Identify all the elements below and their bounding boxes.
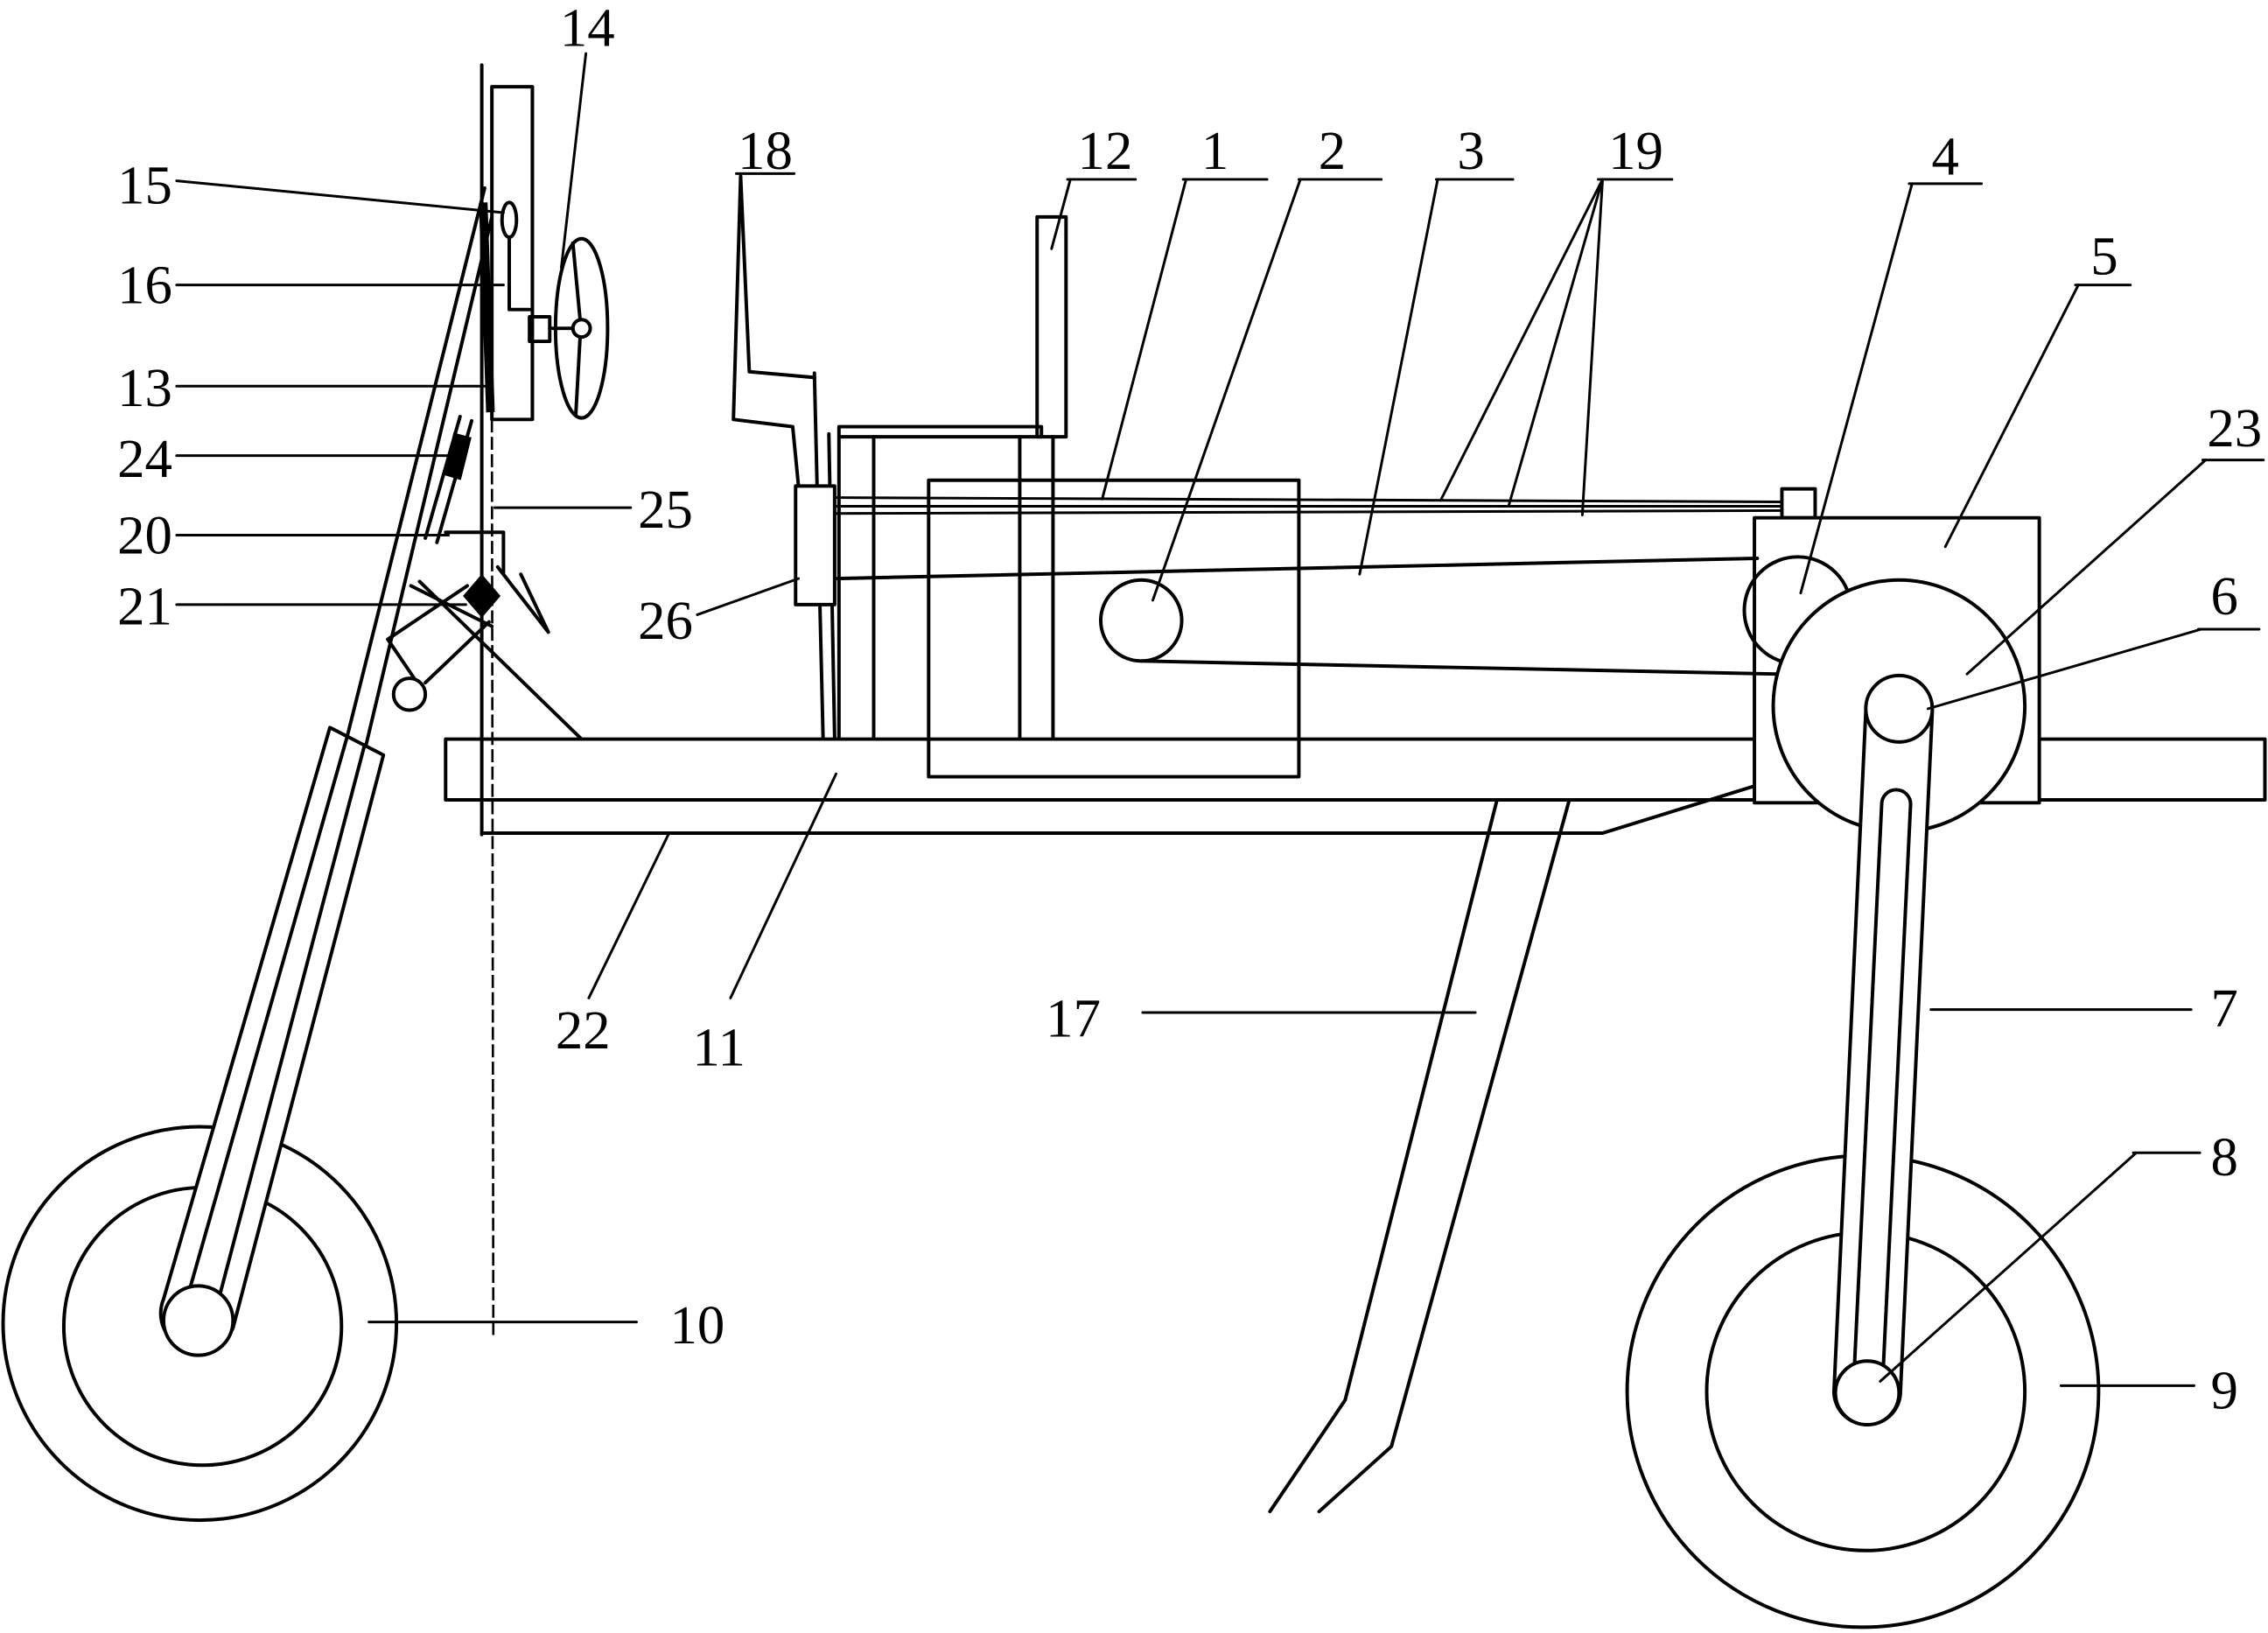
callout-label-16: 16 — [117, 255, 172, 316]
steering-shaft-bar — [479, 202, 495, 413]
callout-label-23: 23 — [2207, 397, 2262, 459]
linkage-bracket — [444, 530, 506, 575]
callout-label-19: 19 — [1608, 120, 1663, 181]
steering-post-line-right — [364, 214, 494, 747]
steering-assembly — [479, 63, 610, 1338]
callout-label-10: 10 — [669, 1294, 724, 1356]
leader-line-6 — [1926, 627, 2203, 711]
steering-post-line-left — [345, 186, 486, 739]
leader-line-3 — [1358, 178, 1439, 576]
leader-line-19a — [1438, 178, 1604, 502]
callout-label-11: 11 — [692, 1017, 745, 1078]
leader-line-22 — [587, 833, 670, 999]
steering-column-housing — [490, 85, 535, 422]
linkage-bar-d — [386, 637, 417, 682]
linkage-joint-diamond — [463, 573, 501, 618]
callout-labels: 14 15 16 13 24 25 20 21 18 12 1 2 3 19 4… — [117, 0, 2262, 1420]
lever-handle-upper — [738, 174, 816, 380]
callout-label-18: 18 — [738, 120, 793, 181]
linkage-bar-b — [409, 584, 494, 628]
callout-label-3: 3 — [1457, 120, 1484, 181]
callout-label-12: 12 — [1078, 120, 1133, 181]
callout-label-9: 9 — [2211, 1359, 2238, 1420]
linkage-bar-e — [424, 620, 491, 685]
callout-label-2: 2 — [1319, 120, 1346, 181]
callout-label-4: 4 — [1932, 126, 1959, 187]
leader-line-2 — [1151, 178, 1302, 602]
lever-block — [444, 432, 472, 480]
leader-line-23 — [1965, 459, 2208, 676]
steering-rod — [508, 235, 532, 312]
drive-sprocket-hub — [1864, 673, 1935, 744]
control-levers — [732, 174, 836, 739]
drive-belt-upper — [834, 556, 1760, 581]
frame-assembly — [444, 737, 2267, 1514]
control-box — [794, 484, 836, 606]
callout-label-24: 24 — [117, 428, 172, 489]
front-linkage — [386, 415, 584, 741]
front-fork-inner-line-right — [212, 743, 367, 1319]
leader-line-19b — [1507, 178, 1604, 508]
control-rods — [833, 487, 1817, 520]
lever-handle-lower — [732, 174, 801, 488]
leader-line-12 — [1050, 178, 1072, 250]
linkage-bar-a — [417, 579, 584, 741]
main-frame — [444, 737, 2267, 802]
steering-wheel-spoke-upper — [570, 241, 582, 322]
tine-front-edge — [1268, 798, 1499, 1514]
linkage-pivot — [391, 676, 428, 712]
control-rod-3 — [833, 508, 1783, 515]
seat-pan — [836, 424, 1044, 439]
front-wheel-hub — [161, 1284, 235, 1357]
steering-centerline — [490, 419, 495, 1338]
callout-label-20: 20 — [117, 505, 172, 566]
leader-line-8 — [1879, 1151, 2138, 1383]
lower-beam — [480, 773, 1791, 835]
linkage-chevron-lower — [519, 572, 550, 634]
callout-label-17: 17 — [1046, 988, 1101, 1049]
leader-line-19c — [1580, 178, 1604, 516]
steering-wheel-spoke-lower — [574, 335, 582, 417]
linkage-chevron-upper — [495, 564, 550, 634]
callout-label-5: 5 — [2090, 226, 2118, 287]
callout-label-26: 26 — [638, 590, 693, 651]
leader-line-26 — [696, 577, 801, 616]
callout-label-15: 15 — [117, 155, 172, 216]
steering-wheel-rim — [553, 236, 610, 420]
leader-lines — [175, 52, 2265, 1387]
callout-label-6: 6 — [2211, 565, 2238, 627]
drive-belt-lower — [1139, 659, 1778, 676]
leader-line-15 — [175, 179, 505, 214]
leader-line-11 — [729, 772, 838, 999]
leader-line-1 — [1101, 178, 1187, 501]
callout-label-8: 8 — [2211, 1126, 2238, 1188]
front-fork-inner-line-left — [183, 734, 349, 1307]
callout-label-1: 1 — [1201, 120, 1228, 181]
rear-wheel-assembly — [1625, 673, 2101, 1629]
callout-label-25: 25 — [638, 479, 693, 540]
callout-label-22: 22 — [556, 999, 611, 1061]
front-wheel-assembly — [1, 186, 494, 1523]
linkage-bar-c — [386, 584, 470, 641]
tine-rear-edge — [1317, 798, 1572, 1514]
callout-label-21: 21 — [117, 576, 172, 637]
callout-label-14: 14 — [560, 0, 615, 58]
callout-label-13: 13 — [117, 357, 172, 418]
seat-assembly — [836, 214, 1068, 741]
rear-wheel-hub — [1833, 1359, 1901, 1426]
engine-box — [927, 478, 1301, 779]
control-rod-1 — [833, 496, 1783, 504]
front-wheel-tire — [1, 1125, 399, 1523]
callout-label-7: 7 — [2211, 978, 2238, 1039]
leader-line-14 — [560, 52, 588, 270]
leader-line-4 — [1799, 182, 1914, 595]
leader-line-5 — [1943, 284, 2080, 549]
